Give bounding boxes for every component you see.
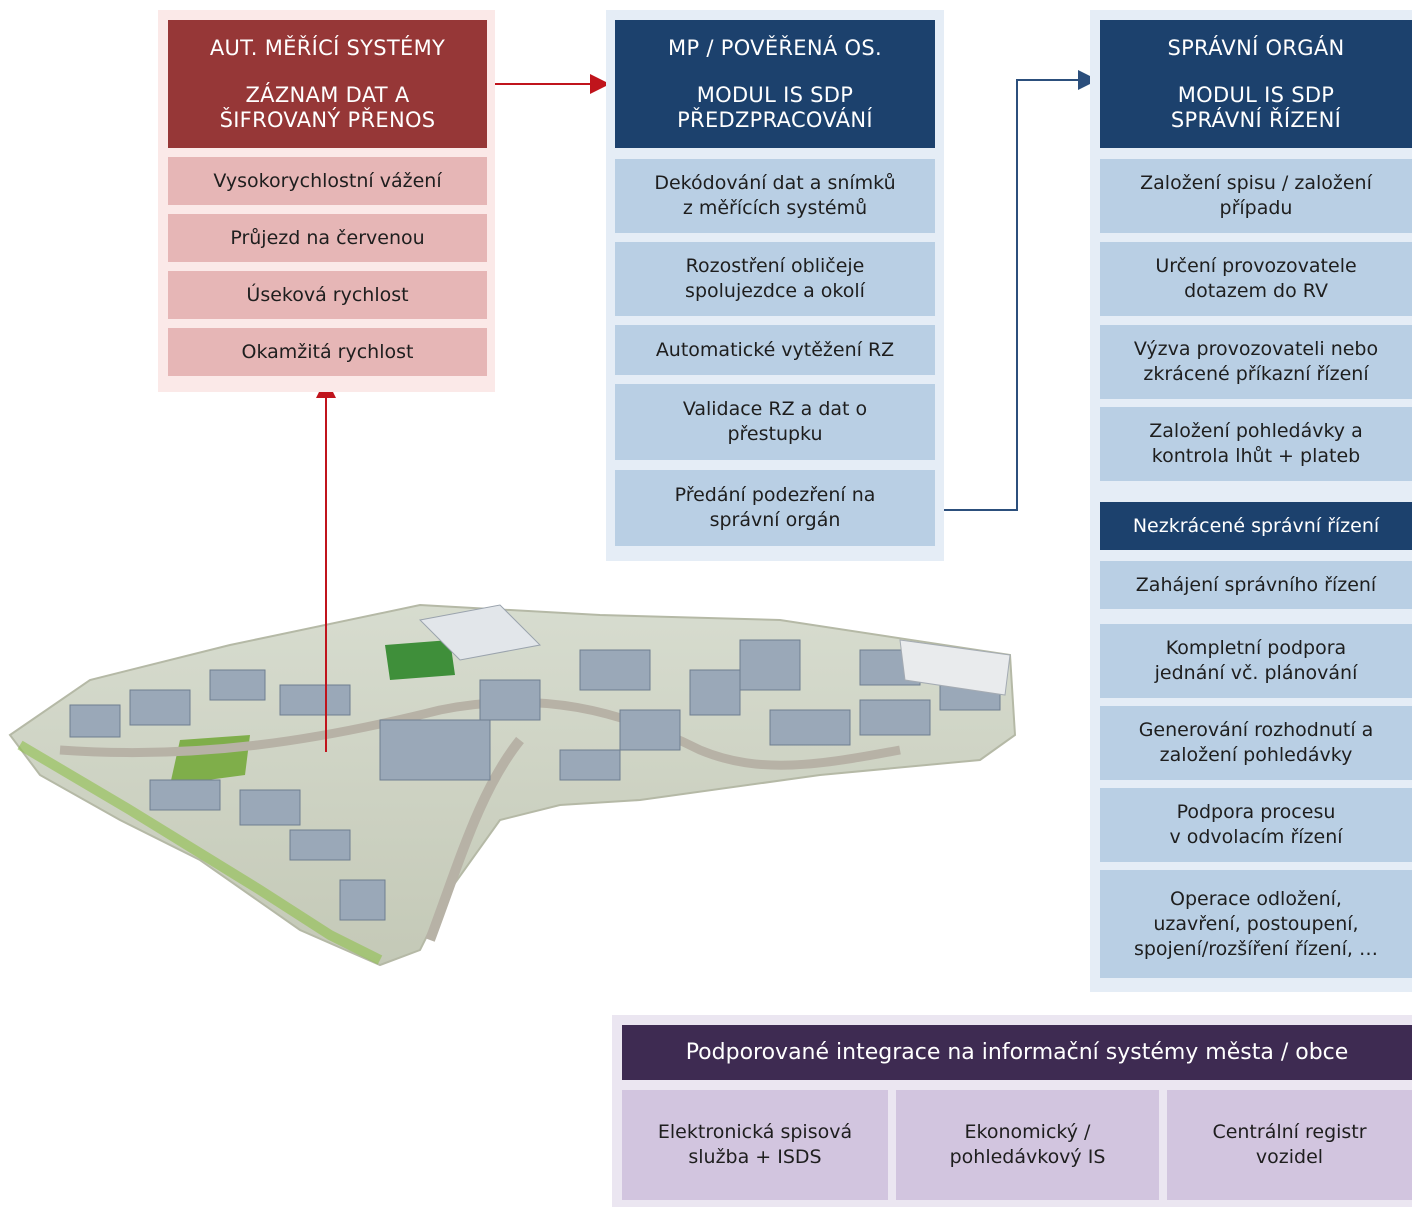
preprocessing-title: MP / POVĚŘENÁ OS.: [668, 35, 882, 60]
measuring-systems-header: AUT. MĚŘÍCÍ SYSTÉMY ZÁZNAM DAT A ŠIFROVA…: [168, 20, 487, 148]
admin-item-file: Založení spisu / založení případu: [1100, 159, 1412, 233]
integration-item-filing: Elektronická spisová služba + ISDS: [622, 1090, 888, 1200]
admin-header: SPRÁVNÍ ORGÁN MODUL IS SDP SPRÁVNÍ ŘÍZEN…: [1100, 20, 1412, 148]
preprocessing-subtitle: MODUL IS SDP PŘEDZPRACOVÁNÍ: [677, 82, 873, 132]
measuring-title: AUT. MĚŘÍCÍ SYSTÉMY: [209, 35, 446, 60]
measuring-item-section-speed: Úseková rychlost: [168, 271, 487, 319]
measuring-item-red-light: Průjezd na červenou: [168, 214, 487, 262]
admin-item-operator: Určení provozovatele dotazem do RV: [1100, 242, 1412, 316]
preprocessing-item-handover: Předání podezření na správní orgán: [615, 470, 935, 546]
admin-subitem-operations: Operace odložení, uzavření, postoupení, …: [1100, 870, 1412, 978]
admin-subitem-start: Zahájení správního řízení: [1100, 561, 1412, 609]
admin-title: SPRÁVNÍ ORGÁN: [1167, 35, 1345, 60]
measuring-item-weighing: Vysokorychlostní vážení: [168, 157, 487, 205]
integration-item-economic: Ekonomický / pohledávkový IS: [896, 1090, 1159, 1200]
admin-subheader: Nezkrácené správní řízení: [1100, 502, 1412, 550]
admin-subitem-appeal: Podpora procesu v odvolacím řízení: [1100, 788, 1412, 862]
admin-item-summons: Výzva provozovateli nebo zkrácené příkaz…: [1100, 325, 1412, 399]
integration-item-vehicle-registry: Centrální registr vozidel: [1167, 1090, 1412, 1200]
admin-subitem-hearing: Kompletní podpora jednání vč. plánování: [1100, 624, 1412, 698]
preprocessing-item-validation: Validace RZ a dat o přestupku: [615, 384, 935, 460]
preprocessing-header: MP / POVĚŘENÁ OS. MODUL IS SDP PŘEDZPRAC…: [615, 20, 935, 148]
measuring-item-instant-speed: Okamžitá rychlost: [168, 328, 487, 376]
admin-subtitle: MODUL IS SDP SPRÁVNÍ ŘÍZENÍ: [1170, 82, 1342, 132]
arrow-preprocessing-to-admin: [936, 70, 1098, 511]
preprocessing-item-blur: Rozostření obličeje spolujezdce a okolí: [615, 242, 935, 316]
integrations-header: Podporované integrace na informační syst…: [622, 1025, 1412, 1080]
preprocessing-item-plate-extraction: Automatické vytěžení RZ: [615, 325, 935, 375]
measuring-subtitle: ZÁZNAM DAT A ŠIFROVANÝ PŘENOS: [219, 82, 436, 132]
preprocessing-item-decode: Dekódování dat a snímků z měřících systé…: [615, 159, 935, 233]
city-illustration: [8, 603, 1017, 967]
admin-subitem-decision: Generování rozhodnutí a založení pohledá…: [1100, 706, 1412, 780]
admin-item-receivable: Založení pohledávky a kontrola lhůt + pl…: [1100, 407, 1412, 481]
